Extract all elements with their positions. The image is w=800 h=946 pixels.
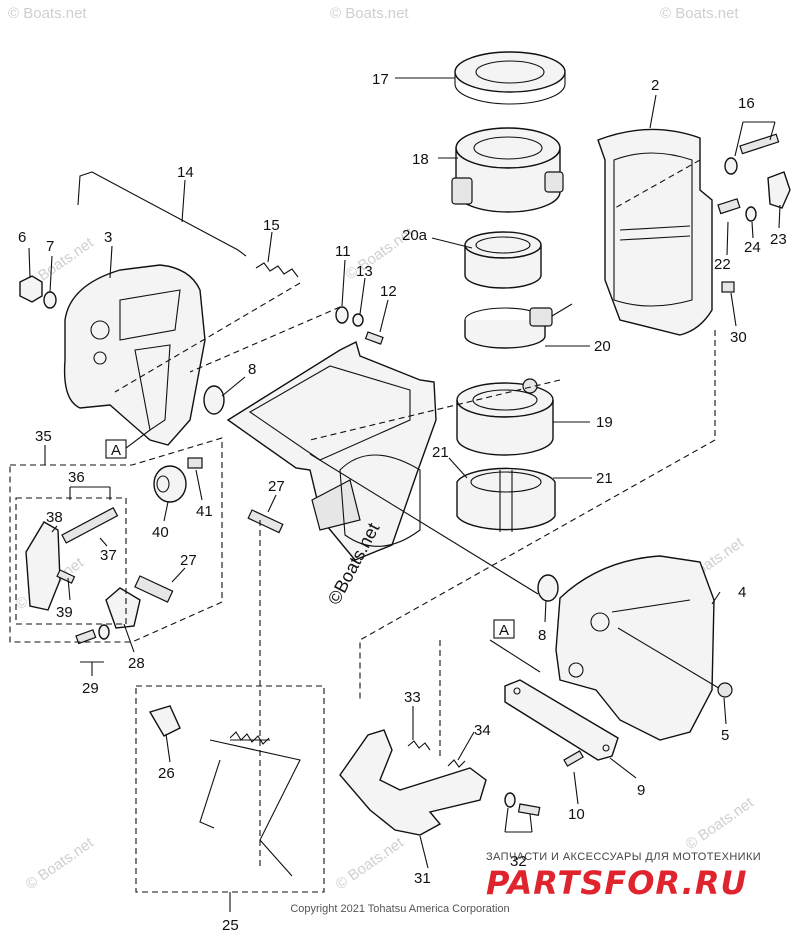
callout-21-left: 21 <box>432 444 449 461</box>
callout-27-lower: 27 <box>180 552 197 569</box>
reference-mark-a-left: A <box>105 429 151 459</box>
part-3-clamp-bracket <box>63 264 206 446</box>
watermark: © Boats.net <box>330 5 409 22</box>
callout-28: 28 <box>128 655 145 672</box>
callout-24: 24 <box>744 239 761 256</box>
part-27-pins <box>134 509 284 603</box>
part-8-washer-top <box>203 385 225 415</box>
callout-37: 37 <box>100 547 117 564</box>
callout-34: 34 <box>474 722 491 739</box>
watermark: © Boats.net <box>8 5 87 22</box>
dashed-layer <box>9 159 716 893</box>
callout-35: 35 <box>35 428 52 445</box>
brand-logo-text: PARTSFOR.RU <box>486 864 748 902</box>
callout-7: 7 <box>46 238 54 255</box>
part-32-screw <box>504 792 541 817</box>
callout-16: 16 <box>738 95 755 112</box>
callout-31: 31 <box>414 870 431 887</box>
part-22-24-23 <box>717 171 791 293</box>
callout-8-lower: 8 <box>538 627 546 644</box>
callout-14: 14 <box>177 164 194 181</box>
callout-20a: 20a <box>402 227 428 244</box>
watermark: © Boats.net <box>683 794 758 853</box>
callout-6: 6 <box>18 229 26 246</box>
callout-9: 9 <box>637 782 645 799</box>
callout-40: 40 <box>152 524 169 541</box>
reference-mark-label: A <box>111 442 121 459</box>
watermark: © Boats.net <box>333 834 408 893</box>
copyright-text: Copyright 2021 Tohatsu America Corporati… <box>290 903 510 915</box>
part-2-swivel-bracket <box>597 128 713 336</box>
part-33-34-springs <box>407 740 466 768</box>
part-center-bracket <box>226 340 437 561</box>
part-31-tilt-lever <box>339 729 487 836</box>
part-6-7-nut-washer <box>19 275 57 309</box>
callout-22: 22 <box>714 256 731 273</box>
callout-18: 18 <box>412 151 429 168</box>
part-10-screw <box>563 750 584 767</box>
watermark: © Boats.net <box>23 834 98 893</box>
reference-mark-a-right: A <box>489 619 541 673</box>
callout-10: 10 <box>568 806 585 823</box>
callout-20: 20 <box>594 338 611 355</box>
part-8-washer-lower <box>537 574 559 602</box>
callout-19: 19 <box>596 414 613 431</box>
callout-32: 32 <box>510 853 527 870</box>
leader-lines <box>28 77 781 912</box>
callout-25: 25 <box>222 917 239 934</box>
part-11-12-13-small <box>335 306 384 345</box>
part-16-bolt <box>724 133 780 175</box>
callout-labels: 2 3 4 5 6 7 8 8 9 10 11 12 13 14 15 16 1… <box>18 71 787 934</box>
part-20-band <box>464 303 573 349</box>
callout-29: 29 <box>82 680 99 697</box>
callout-27-upper: 27 <box>268 478 285 495</box>
parts-layer <box>19 51 791 877</box>
callout-3: 3 <box>104 229 112 246</box>
callout-30: 30 <box>730 329 747 346</box>
part-36-39-lock <box>25 506 119 611</box>
part-20a-bushing <box>464 231 542 289</box>
callout-41: 41 <box>196 503 213 520</box>
callout-13: 13 <box>356 263 373 280</box>
part-21-split-bushing <box>456 467 556 532</box>
callout-33: 33 <box>404 689 421 706</box>
callout-36: 36 <box>68 469 85 486</box>
part-15-spring <box>255 262 299 278</box>
callout-38: 38 <box>46 509 63 526</box>
callout-5: 5 <box>721 727 729 744</box>
callout-15: 15 <box>263 217 280 234</box>
reference-mark-label: A <box>499 622 509 639</box>
callout-11: 11 <box>335 243 351 260</box>
callout-39: 39 <box>56 604 73 621</box>
part-17-ring <box>454 51 566 105</box>
part-4-clamp-bracket <box>555 555 715 741</box>
callout-2: 2 <box>651 77 659 94</box>
part-25-26-wire <box>148 705 301 877</box>
callout-26: 26 <box>158 765 175 782</box>
part-14-rod <box>77 171 247 257</box>
brand-tagline: ЗАПЧАСТИ И АКСЕССУАРЫ ДЛЯ МОТОТЕХНИКИ <box>486 851 762 863</box>
callout-8-top: 8 <box>248 361 256 378</box>
part-9-plate <box>504 679 619 761</box>
watermark: © Boats.net <box>660 5 739 22</box>
callout-21-right: 21 <box>596 470 613 487</box>
part-18-bushing <box>451 127 564 213</box>
callout-12: 12 <box>380 283 397 300</box>
part-40-41-knob <box>153 457 203 503</box>
part-19-bushing <box>456 378 554 456</box>
callout-17: 17 <box>372 71 389 88</box>
callout-23: 23 <box>770 231 787 248</box>
callout-4: 4 <box>738 584 746 601</box>
part-28-29 <box>75 587 141 645</box>
part-5-bolt <box>617 627 733 698</box>
